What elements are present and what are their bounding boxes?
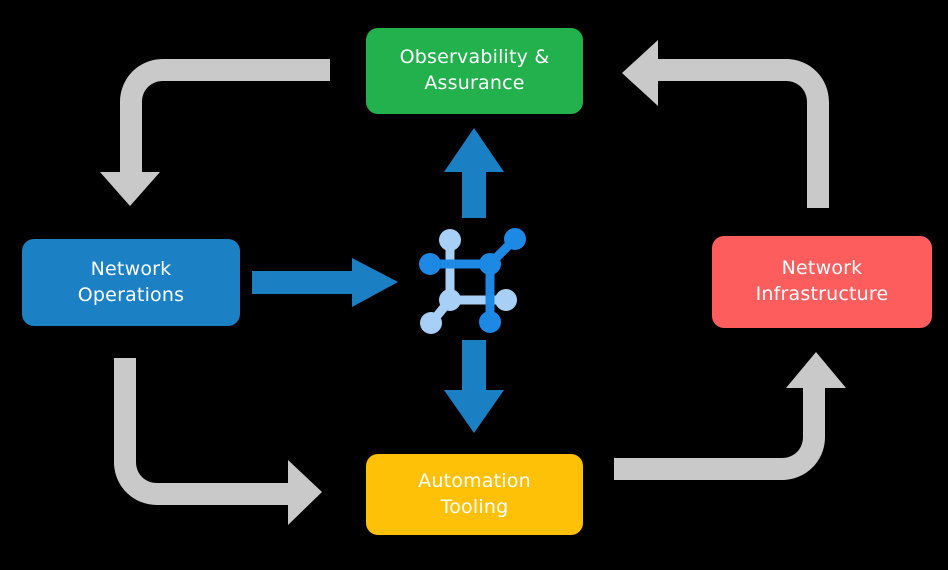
node-network-operations-label: Network Operations	[77, 257, 185, 306]
connector-center-to-automation	[444, 340, 504, 433]
node-observability-label: Observability & Assurance	[399, 46, 550, 94]
node-network-operations[interactable]: Network Operations	[22, 239, 240, 326]
connector-operations-to-automation	[114, 358, 322, 525]
node-network-infrastructure-label: Network Infrastructure	[755, 257, 889, 305]
connector-infrastructure-to-observability	[622, 40, 829, 208]
node-network-infrastructure[interactable]: Network Infrastructure	[712, 236, 932, 328]
node-automation-tooling-label: Automation Tooling	[418, 469, 531, 518]
connector-operations-to-center	[252, 258, 398, 307]
connector-observability-to-operations	[100, 59, 330, 206]
node-automation-tooling[interactable]: Automation Tooling	[366, 454, 583, 535]
connector-automation-to-infrastructure	[614, 352, 846, 480]
connector-center-to-observability	[444, 128, 504, 218]
node-observability-assurance[interactable]: Observability & Assurance	[366, 28, 583, 114]
network-topology-icon	[418, 218, 538, 338]
